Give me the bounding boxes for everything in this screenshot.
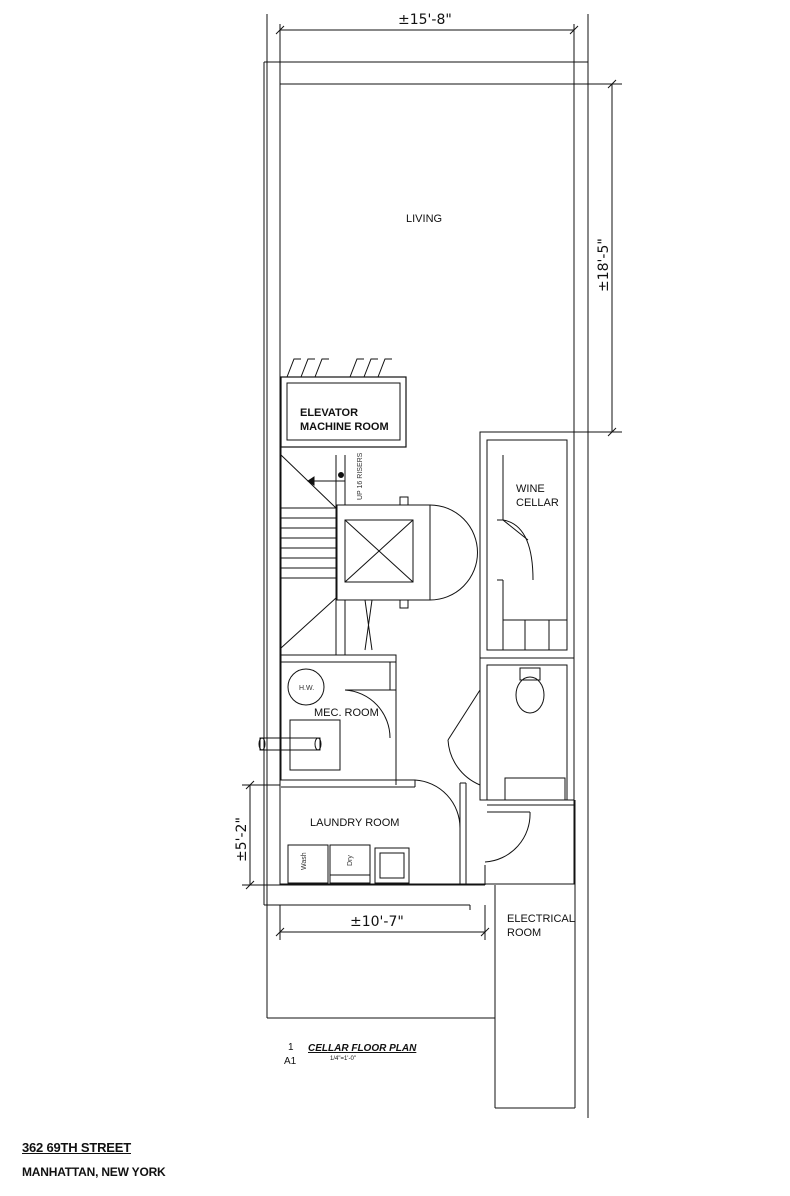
room-label-laundry-room: LAUNDRY ROOM [310, 817, 399, 829]
room-label-mec-room: MEC. ROOM [314, 707, 379, 719]
dimension-living-depth: ±18'-5" [596, 238, 612, 292]
fixture-label-dryer: Dry [347, 855, 354, 866]
elevator-shaft [336, 496, 478, 609]
wine-cellar-walls [479, 431, 575, 659]
stair-note: UP 16 RISERS [357, 452, 364, 500]
sheet-number: A1 [284, 1056, 297, 1067]
room-label-wine-cellar-2: CELLAR [516, 497, 559, 509]
elevator-machine-room-walls [280, 358, 407, 655]
title-block: 362 69TH STREET MANHATTAN, NEW YORK [22, 1140, 166, 1179]
dimension-lines [242, 24, 622, 940]
room-label-living: LIVING [406, 213, 442, 225]
address-line-1: 362 69TH STREET [22, 1140, 131, 1155]
dimension-overall-width: ±15'-8" [398, 12, 452, 28]
room-label-elevator-machine-room: ELEVATOR [300, 407, 358, 419]
drawing-scale: 1/4"=1'-0" [330, 1056, 356, 1062]
fixture-label-washer: Wash [301, 852, 308, 870]
exterior-walls [263, 14, 589, 1118]
drawing-title: CELLAR FLOOR PLAN [308, 1043, 417, 1054]
bath-walls [447, 657, 575, 801]
dimension-laundry-width: ±10'-7" [350, 914, 404, 930]
mec-room-walls [258, 654, 397, 785]
address-line-2: MANHATTAN, NEW YORK [22, 1165, 166, 1179]
stair [280, 454, 373, 655]
detail-number: 1 [288, 1042, 294, 1053]
laundry-walls [281, 779, 575, 885]
room-label-elevator-machine-room-2: MACHINE ROOM [300, 421, 389, 433]
dimension-laundry-depth: ±5'-2" [234, 817, 250, 862]
room-label-electrical-room: ELECTRICAL [507, 913, 575, 925]
room-label-wine-cellar: WINE [516, 483, 545, 495]
fixture-label-water-heater: H.W. [299, 685, 314, 692]
room-label-electrical-room-2: ROOM [507, 927, 541, 939]
